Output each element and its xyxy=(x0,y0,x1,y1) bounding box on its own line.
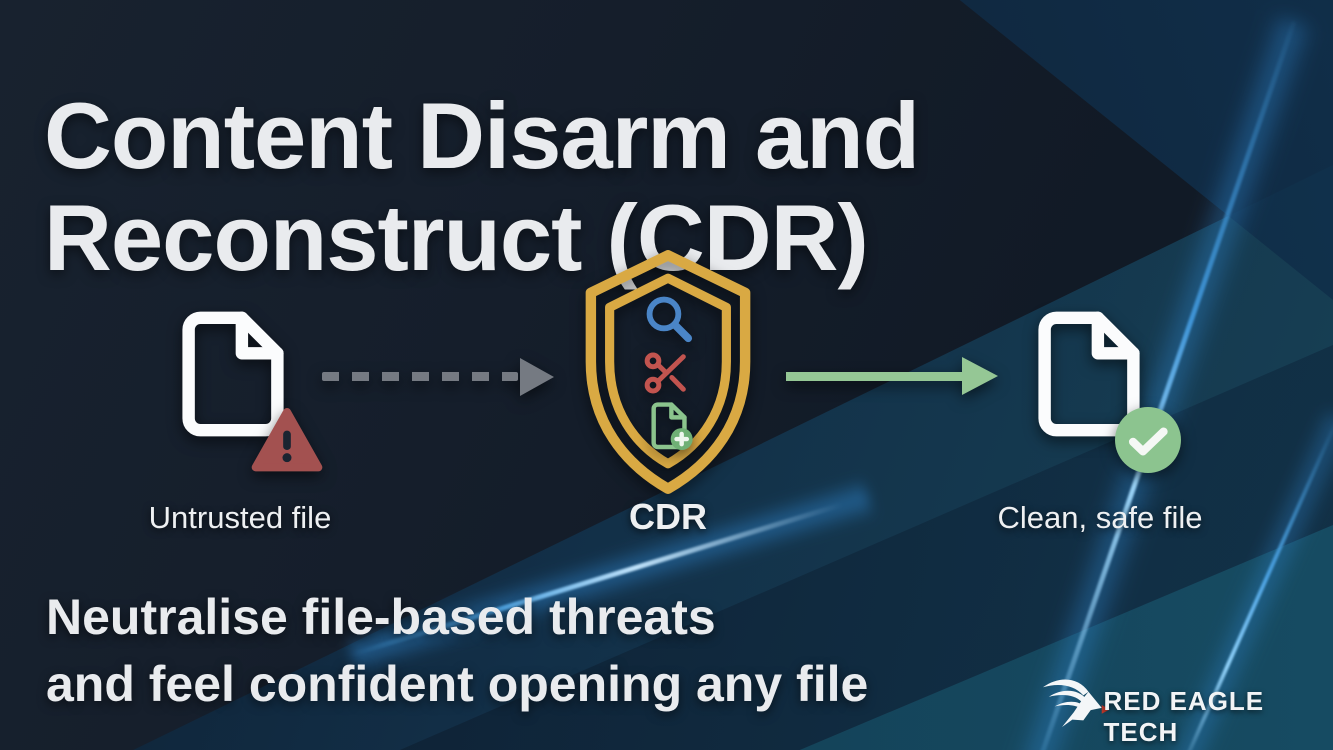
dashed-arrow-line xyxy=(322,372,518,381)
shield-icon xyxy=(585,250,751,494)
warning-triangle-icon xyxy=(251,408,323,472)
magnifier-icon xyxy=(646,296,693,343)
brand-name: RED EAGLE TECH xyxy=(1103,686,1265,747)
file-plus-icon xyxy=(651,402,693,451)
solid-arrow-head xyxy=(962,357,998,395)
scissors-icon xyxy=(644,352,686,394)
cdr-label: CDR xyxy=(629,496,707,537)
tagline-line-1: Neutralise file-based threats xyxy=(46,589,716,645)
tagline-line-2: and feel confident opening any file xyxy=(46,656,869,712)
solid-arrow-line xyxy=(786,372,962,381)
eagle-icon xyxy=(1042,679,1110,727)
dashed-arrow-head xyxy=(520,358,554,396)
page-title: Content Disarm and Reconstruct (CDR) xyxy=(44,82,920,291)
clean-file-label: Clean, safe file xyxy=(997,500,1203,535)
brand-logo: RED EAGLE TECH xyxy=(1040,656,1333,748)
solid-arrow-right-icon xyxy=(786,356,998,396)
dashed-arrow-right-icon xyxy=(322,358,554,396)
title-line-1: Content Disarm and xyxy=(44,82,920,188)
title-line-2: Reconstruct (CDR) xyxy=(44,185,869,291)
check-circle-icon xyxy=(1115,407,1181,473)
untrusted-file-label: Untrusted file xyxy=(148,500,332,535)
tagline: Neutralise file-based threats and feel c… xyxy=(46,584,868,718)
